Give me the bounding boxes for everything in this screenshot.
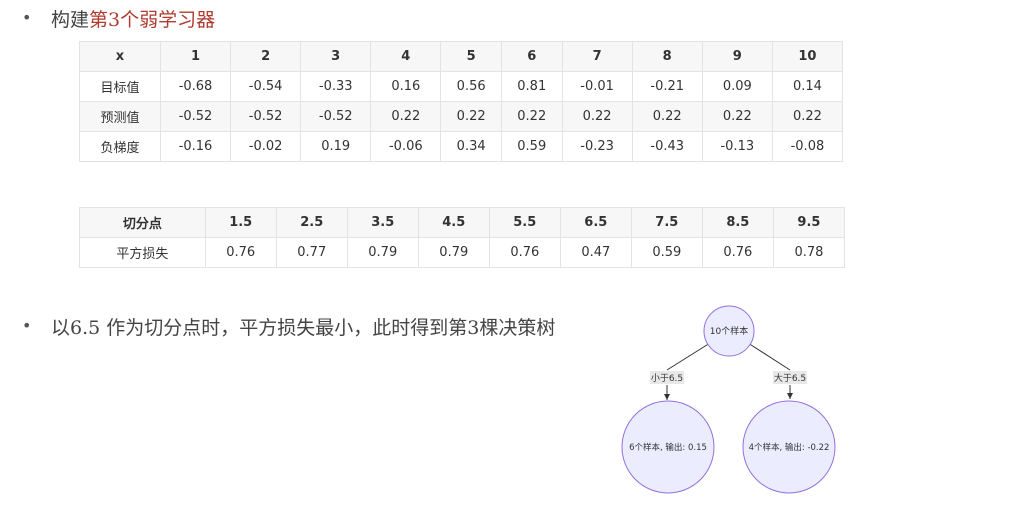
split-loss-table-cell: 0.77 xyxy=(275,237,348,268)
gradient-table-row-label: 目标值 xyxy=(79,71,161,102)
split-loss-table-cell: 0.47 xyxy=(559,237,632,268)
gradient-table-cell: -0.21 xyxy=(631,71,703,102)
right-leaf-label: 4个样本, 输出: -0.22 xyxy=(749,442,830,453)
left-edge-label: 小于6.5 xyxy=(651,373,683,384)
gradient-table-header-cell: x xyxy=(79,41,161,72)
gradient-table-row-label: 负梯度 xyxy=(79,131,161,162)
split-loss-table-header-cell: 9.5 xyxy=(772,207,846,238)
root-node-label: 10个样本 xyxy=(710,325,748,337)
gradient-table-cell: 0.22 xyxy=(701,101,773,132)
bullet-1: • xyxy=(22,8,32,27)
section-heading-build-learner: 构建第3个弱学习器 xyxy=(51,5,215,32)
split-loss-table-cell: 0.76 xyxy=(488,237,561,268)
gradient-table-cell: 0.22 xyxy=(500,101,563,132)
edge-left xyxy=(666,342,711,371)
gradient-table-header-cell: 9 xyxy=(701,41,773,72)
gradient-table-cell: -0.06 xyxy=(370,131,442,162)
gradient-table-cell: 0.19 xyxy=(300,131,372,162)
gradient-table-cell: 0.16 xyxy=(370,71,442,102)
root-node xyxy=(703,305,755,357)
gradient-table-header-cell: 6 xyxy=(500,41,563,72)
right-edge-label-bg xyxy=(773,371,807,384)
split-loss-table-header-cell: 1.5 xyxy=(204,207,277,238)
edge-right xyxy=(747,342,791,371)
gradient-table-cell: 0.09 xyxy=(701,71,773,102)
gradient-table-cell: 0.22 xyxy=(561,101,633,132)
split-loss-table-cell: 0.76 xyxy=(204,237,277,268)
split-loss-table-header-cell: 7.5 xyxy=(630,207,703,238)
split-loss-table-cell: 0.79 xyxy=(417,237,490,268)
decision-tree-diagram: 10个样本 小于6.5 大于6.5 6个样本, 输出: 0.15 4个样本, 输… xyxy=(621,305,836,494)
gradient-table-cell: 0.81 xyxy=(500,71,563,102)
gradient-table-cell: -0.01 xyxy=(561,71,633,102)
gradient-table-cell: -0.08 xyxy=(771,131,844,162)
left-leaf-label: 6个样本, 输出: 0.15 xyxy=(629,442,707,453)
split-loss-table-cell: 0.78 xyxy=(772,237,846,268)
gradient-table-cell: 0.14 xyxy=(771,71,844,102)
gradient-table-row-label: 预测值 xyxy=(79,101,161,132)
gradient-table-cell: -0.13 xyxy=(701,131,773,162)
split-loss-table-cell: 0.59 xyxy=(630,237,703,268)
gradient-table-cell: -0.52 xyxy=(300,101,372,132)
gradient-table-header-cell: 5 xyxy=(440,41,502,72)
gradient-table-header-cell: 4 xyxy=(370,41,442,72)
gradient-table-cell: -0.68 xyxy=(159,71,232,102)
gradient-table-header-cell: 3 xyxy=(300,41,372,72)
section-conclusion: 以6.5 作为切分点时，平方损失最小，此时得到第3棵决策树 xyxy=(51,317,556,339)
gradient-table-cell: 0.56 xyxy=(440,71,502,102)
split-loss-table-cell: 0.76 xyxy=(701,237,774,268)
gradient-table-cell: -0.33 xyxy=(300,71,372,102)
split-loss-table-header-cell: 5.5 xyxy=(488,207,561,238)
gradient-table-header-cell: 2 xyxy=(230,41,302,72)
heading-prefix: 构建 xyxy=(51,9,90,31)
left-leaf-node xyxy=(621,400,715,494)
split-loss-table-header-cell: 6.5 xyxy=(559,207,632,238)
bullet-2: • xyxy=(22,316,32,335)
gradient-table-cell: 0.59 xyxy=(500,131,563,162)
gradient-table-cell: -0.52 xyxy=(230,101,302,132)
gradient-table-header-cell: 7 xyxy=(561,41,633,72)
split-loss-table-cell: 0.79 xyxy=(346,237,419,268)
gradient-table-cell: 0.22 xyxy=(440,101,502,132)
right-edge-label: 大于6.5 xyxy=(774,372,806,384)
split-loss-table-header-cell: 8.5 xyxy=(701,207,774,238)
gradient-table-header-cell: 1 xyxy=(159,41,232,72)
split-loss-table-header-cell: 2.5 xyxy=(275,207,348,238)
gradient-table-cell: -0.52 xyxy=(159,101,232,132)
heading-highlight: 第3个弱学习器 xyxy=(89,9,216,31)
gradient-table-header-cell: 8 xyxy=(631,41,703,72)
gradient-table-cell: -0.16 xyxy=(159,131,232,162)
split-loss-table-header-cell: 切分点 xyxy=(79,207,206,238)
gradient-table-cell: -0.02 xyxy=(230,131,302,162)
split-loss-table-header-cell: 4.5 xyxy=(417,207,490,238)
split-loss-table-header-cell: 3.5 xyxy=(346,207,419,238)
right-leaf-node xyxy=(742,400,836,494)
gradient-table-cell: -0.43 xyxy=(631,131,703,162)
split-loss-table-row-label: 平方损失 xyxy=(79,237,206,268)
gradient-table-cell: -0.23 xyxy=(561,131,633,162)
gradient-table-cell: 0.22 xyxy=(771,101,844,132)
gradient-table-cell: 0.22 xyxy=(631,101,703,132)
gradient-table-cell: 0.22 xyxy=(370,101,442,132)
gradient-table-cell: -0.54 xyxy=(230,71,302,102)
left-edge-label-bg xyxy=(650,371,684,384)
gradient-table-header-cell: 10 xyxy=(771,41,844,72)
gradient-table-cell: 0.34 xyxy=(440,131,502,162)
